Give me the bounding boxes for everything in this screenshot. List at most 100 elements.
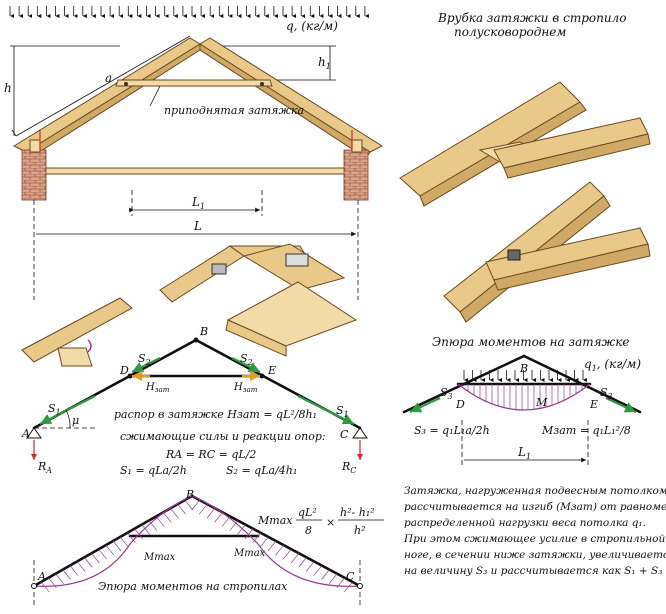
- rafter-hatch-line: [76, 561, 86, 572]
- ridge-rafter-right: [242, 243, 346, 291]
- ceiling-joist: [39, 167, 353, 175]
- load-arrows-top: [9, 6, 369, 18]
- load-label: q, (кг/м): [286, 19, 338, 33]
- note-line-3: распределенной нагрузки веса потолка q₁.: [404, 517, 646, 529]
- rm-point-b: B: [185, 488, 194, 501]
- rafter-hatch-line: [328, 573, 338, 584]
- rafter-hatch-line: [191, 499, 200, 511]
- rafter-hatch-line: [214, 512, 223, 523]
- fd-point-b: B: [199, 325, 208, 338]
- formula-s2: S₂ = qLa/4h₁: [226, 464, 297, 477]
- fd-node-e: [259, 373, 265, 379]
- formula-thrust: распор в затяжке Hзат = qL²/8h₁: [114, 408, 317, 421]
- tie-end-mark: [87, 339, 92, 353]
- fd-point-c: C: [340, 428, 349, 441]
- joint-title-1: Врубка затяжки в стропило: [437, 11, 626, 25]
- rafter-moment-title: Эпюра моментов на стропилах: [98, 580, 288, 593]
- tie-end-detail: [21, 297, 133, 367]
- left-rafter-side: [25, 43, 201, 159]
- rafter-hatch-line: [162, 512, 172, 523]
- mmax-times: ×: [326, 516, 335, 529]
- right-rafter-side: [199, 43, 371, 159]
- tm-point-m: M: [535, 396, 548, 409]
- rafter-hatch-line: [275, 544, 284, 556]
- rafter-hatch-line: [313, 565, 323, 576]
- rm-mmax-left: Mmax: [143, 552, 176, 563]
- gusset-joint-detail: [225, 281, 358, 357]
- assembled-tie-side: [493, 243, 651, 291]
- right-rafter: [199, 37, 384, 153]
- rafter-hatch-line: [198, 503, 208, 515]
- fd-s1-label-left: S1: [48, 402, 61, 417]
- fd-ra-label: RA: [37, 460, 52, 475]
- fd-angle-label: μ: [72, 414, 79, 427]
- left-mauerlat: [29, 139, 41, 153]
- label-l1: L1: [191, 195, 205, 211]
- rm-point-c: C: [346, 570, 355, 583]
- rafter-hatch-line: [237, 524, 246, 535]
- tm-s3-label-left: S3: [440, 386, 453, 401]
- joint-detail-assembled: [443, 181, 651, 323]
- joint-detail-exploded: [399, 81, 651, 207]
- formula-s1: S₁ = qLa/2h: [120, 464, 187, 477]
- fd-s1-right: [297, 395, 355, 425]
- fd-h-label-right: Hзат: [233, 382, 258, 394]
- fd-point-d: D: [119, 364, 129, 377]
- note-line-4: При этом сжимающее усилие в стропильной: [403, 533, 665, 545]
- fd-point-e: E: [267, 364, 276, 377]
- right-mauerlat: [351, 139, 363, 153]
- mmax-den1: 8: [305, 524, 312, 537]
- fd-s1-label-right: S1: [336, 404, 349, 419]
- rm-point-a: A: [37, 570, 46, 583]
- rafter-hatch-line: [170, 508, 179, 519]
- rafter-hatch-line: [148, 520, 158, 531]
- fd-node-b: [193, 337, 199, 343]
- joint-title-2: полусковороднем: [454, 25, 566, 39]
- ridge-plate: [211, 263, 227, 275]
- tm-point-d: D: [455, 398, 465, 411]
- rm-node-c: [357, 583, 363, 589]
- rafter-hatch-line: [141, 524, 151, 535]
- fd-s1-left: [39, 395, 96, 425]
- mmax-num1: qL²: [298, 506, 317, 519]
- rm-curve-right: [191, 495, 361, 587]
- rafter-hatch-line: [282, 548, 292, 560]
- exploded-tie-side: [503, 133, 651, 179]
- rafter-hatch-line: [177, 503, 186, 515]
- rafter-hatch-line: [260, 536, 269, 548]
- rafter-hatch-line: [267, 540, 277, 552]
- rafter-hatch-line: [127, 532, 136, 544]
- ridge-gusset: [285, 253, 309, 267]
- rafter-hatch-line: [305, 561, 315, 572]
- rafter-hatch-line: [206, 508, 216, 519]
- formula-forces-title: сжимающие силы и реакции опор:: [120, 430, 326, 443]
- rafter-hatch-line: [83, 557, 93, 568]
- tie-moment-title: Эпюра моментов на затяжке: [432, 335, 629, 349]
- force-diagram: [26, 337, 368, 460]
- fd-support-c: [352, 427, 368, 439]
- rafter-hatch-line: [134, 528, 143, 539]
- tie-end-beam: [21, 297, 133, 363]
- rm-curve-left: [33, 495, 193, 587]
- tm-label-l1: L1: [517, 445, 531, 461]
- mmax-den2: h²: [354, 524, 366, 537]
- dim-a-line: [15, 35, 191, 137]
- tm-moment-curve: [457, 383, 591, 411]
- rafter-hatch-line: [321, 569, 330, 580]
- rm-node-a: [31, 583, 37, 589]
- fd-angle-arc: [65, 409, 71, 429]
- tm-point-b: B: [519, 362, 528, 375]
- rafter-hatch-line: [252, 532, 262, 544]
- fd-s2-label-right: S2: [240, 352, 253, 367]
- rafter-hatch-line: [119, 536, 129, 548]
- fd-rc-label: RC: [341, 460, 356, 475]
- rafter-hatch-line: [229, 520, 239, 531]
- mmax-num2: h²- h₁²: [340, 506, 375, 519]
- rafter-hatch-line: [112, 540, 122, 552]
- tm-formula-s3: S₃ = q₁L₁a/2h: [414, 424, 490, 437]
- rafter-hatch-line: [69, 565, 79, 576]
- rafter-hatch-line: [91, 553, 100, 564]
- tie-moment-diagram: [402, 354, 642, 466]
- fd-s2-right: [231, 357, 261, 373]
